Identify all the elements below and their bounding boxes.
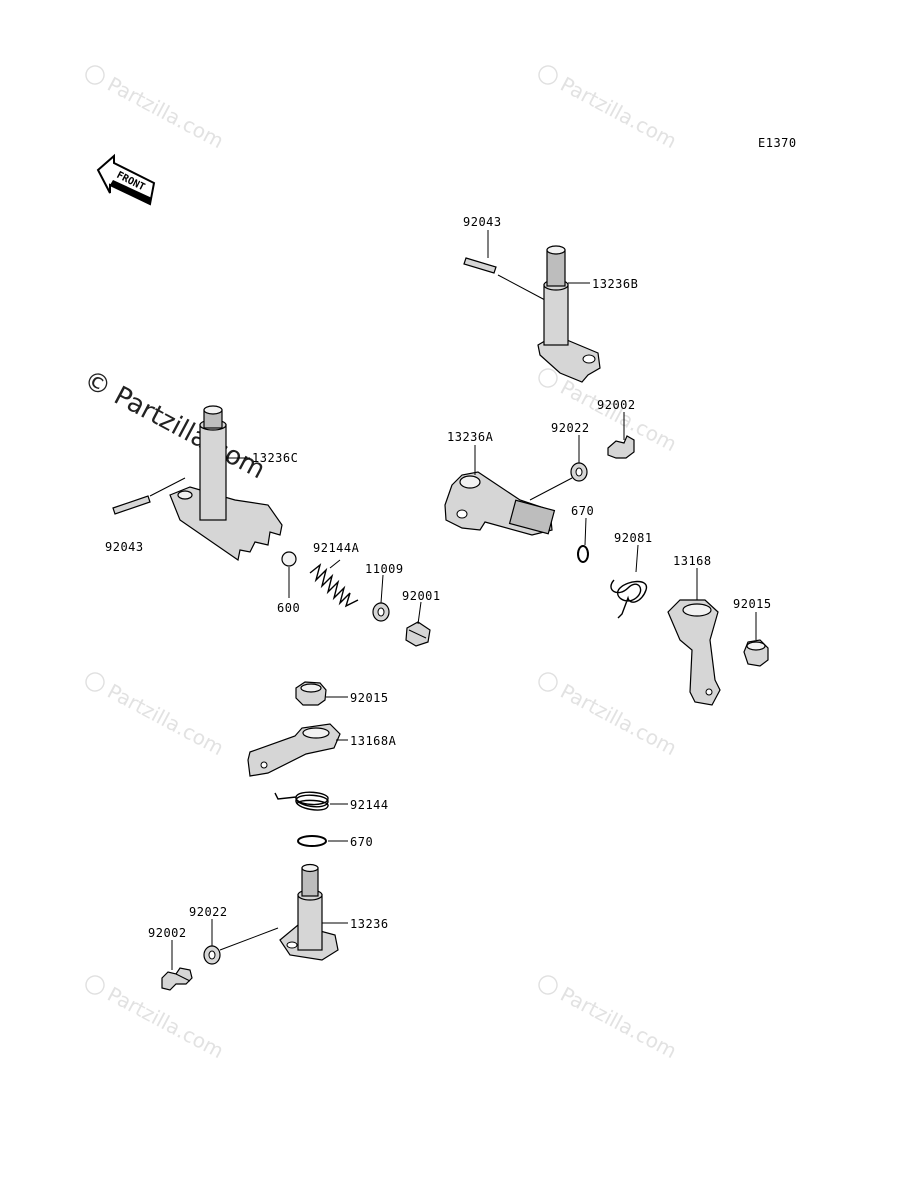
oring-670-lower: [297, 835, 327, 847]
svg-text:© Partzilla.com: © Partzilla.com: [79, 365, 270, 486]
label-92022-lower: 92022: [189, 905, 228, 919]
ball-600: [281, 551, 297, 567]
shaft-13236b: [537, 245, 601, 383]
label-13236b: 13236B: [592, 277, 638, 291]
label-92144a: 92144A: [313, 541, 360, 555]
watermark: Partzilla.com: [538, 672, 681, 760]
label-92022-upper: 92022: [551, 421, 590, 435]
diagram-code: E1370: [758, 136, 797, 150]
svg-text:Partzilla.com: Partzilla.com: [103, 72, 227, 153]
label-11009: 11009: [365, 562, 404, 576]
label-92002-upper: 92002: [597, 398, 636, 412]
shaft-13236: [279, 863, 339, 961]
label-92081: 92081: [614, 531, 653, 545]
label-92043-left: 92043: [105, 540, 144, 554]
label-13168a: 13168A: [350, 734, 397, 748]
front-arrow-icon: FRONT: [96, 153, 156, 206]
shaft-13236c: [169, 405, 283, 562]
lever-13168a: [247, 723, 341, 777]
label-13236: 13236: [350, 917, 389, 931]
label-600: 600: [277, 601, 300, 615]
shaft-13236a: [444, 471, 556, 536]
watermark: Partzilla.com: [538, 65, 681, 153]
washer-11009: [372, 602, 390, 622]
watermark: Partzilla.com: [85, 65, 228, 153]
washer-92022-lower: [203, 945, 221, 965]
svg-text:Partzilla.com: Partzilla.com: [103, 982, 227, 1063]
label-92015-right: 92015: [733, 597, 772, 611]
watermark: Partzilla.com: [538, 975, 681, 1063]
label-92043-top: 92043: [463, 215, 502, 229]
svg-text:Partzilla.com: Partzilla.com: [556, 72, 680, 153]
label-92001: 92001: [402, 589, 441, 603]
label-92002-lower: 92002: [148, 926, 187, 940]
spring-92081: [610, 579, 648, 619]
label-92144: 92144: [350, 798, 389, 812]
pin-92043-left: [112, 495, 151, 515]
pin-92043-top: [463, 257, 497, 274]
spring-92144a: [309, 563, 359, 608]
svg-text:Partzilla.com: Partzilla.com: [103, 679, 227, 760]
nut-92015-right: [743, 639, 769, 667]
bolt-92002-lower: [161, 967, 193, 991]
bolt-92002-upper: [607, 435, 635, 459]
svg-text:Partzilla.com: Partzilla.com: [556, 982, 680, 1063]
watermark: Partzilla.com: [85, 672, 228, 760]
label-13168: 13168: [673, 554, 712, 568]
oring-670-upper: [577, 545, 589, 563]
svg-text:Partzilla.com: Partzilla.com: [556, 679, 680, 760]
label-670-upper: 670: [571, 504, 594, 518]
nut-92015-lower: [295, 681, 327, 706]
washer-92022-upper: [570, 462, 588, 482]
label-13236c: 13236C: [252, 451, 298, 465]
label-13236a: 13236A: [447, 430, 494, 444]
label-92015-lower: 92015: [350, 691, 389, 705]
plug-92001: [405, 621, 431, 647]
watermark: Partzilla.com: [85, 975, 228, 1063]
label-670-lower: 670: [350, 835, 373, 849]
watermark-prominent: © Partzilla.com: [79, 365, 270, 486]
lever-13168: [667, 599, 721, 706]
spring-92144: [274, 791, 329, 811]
